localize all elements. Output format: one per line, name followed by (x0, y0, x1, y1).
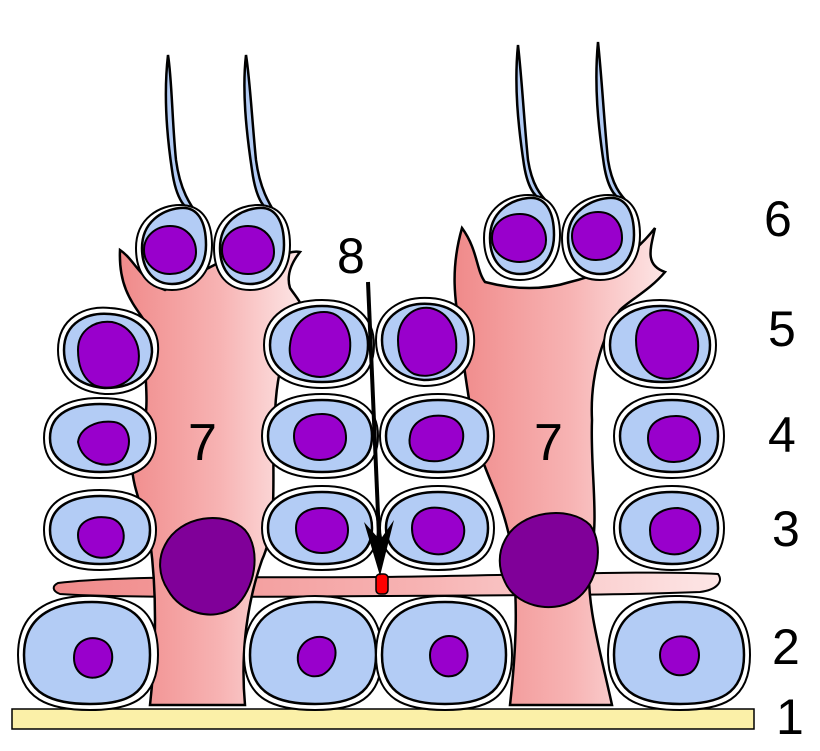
spermatocyte-row-4 (42, 392, 726, 480)
spermatid-nucleus (76, 320, 140, 389)
spermatocyte-nucleus (408, 414, 465, 463)
layer-label-5: 5 (768, 301, 796, 357)
junction-arrow-shaft (366, 281, 382, 561)
sertoli-nucleus-right (498, 512, 599, 609)
basement-membrane (11, 708, 755, 730)
spermatid-nucleus (634, 308, 700, 380)
spermatid-nucleus (142, 224, 198, 276)
spermatocyte-nucleus (410, 506, 466, 556)
spermatogonium-nucleus (72, 637, 114, 679)
spermatid-row-5 (56, 296, 718, 396)
spermatocyte-row-3 (42, 484, 726, 572)
spermatogonium-nucleus (428, 635, 469, 678)
spermatid-nucleus (396, 306, 458, 377)
spermatocyte-nucleus (76, 420, 130, 466)
junction-label: 8 (337, 228, 365, 284)
tight-junction (375, 573, 389, 595)
spermatogonium-nucleus (296, 635, 337, 678)
spermatid-tail (164, 54, 201, 220)
spermatocyte-nucleus (294, 506, 350, 555)
layer-label-3: 3 (772, 501, 800, 557)
layer-label-4: 4 (768, 407, 796, 463)
spermatid-nucleus (220, 224, 276, 276)
spermatid-tail (595, 41, 631, 207)
sertoli-nucleus-left (159, 517, 256, 616)
spermatocyte-nucleus (76, 516, 125, 559)
spermatid-tail (515, 44, 551, 207)
spermatid-nucleus (288, 310, 352, 378)
spermatid-tail (243, 54, 280, 220)
spermatid-nucleus (490, 212, 548, 264)
junction-arrow-head (364, 520, 394, 576)
layer-label-1: 1 (776, 689, 804, 745)
spermatogonium-nucleus (658, 635, 700, 677)
spermatocyte-nucleus (292, 412, 348, 462)
spermatogonia-row (16, 594, 752, 712)
layer-label-6: 6 (764, 191, 792, 247)
spermatozoa-row-6 (134, 41, 642, 292)
spermatocyte-nucleus (648, 506, 702, 556)
spermatocyte-nucleus (646, 414, 702, 464)
sertoli-label-right: 7 (534, 414, 563, 472)
spermatid-nucleus (570, 210, 624, 262)
sertoli-label-left: 7 (188, 414, 217, 472)
layer-label-2: 2 (772, 619, 800, 675)
